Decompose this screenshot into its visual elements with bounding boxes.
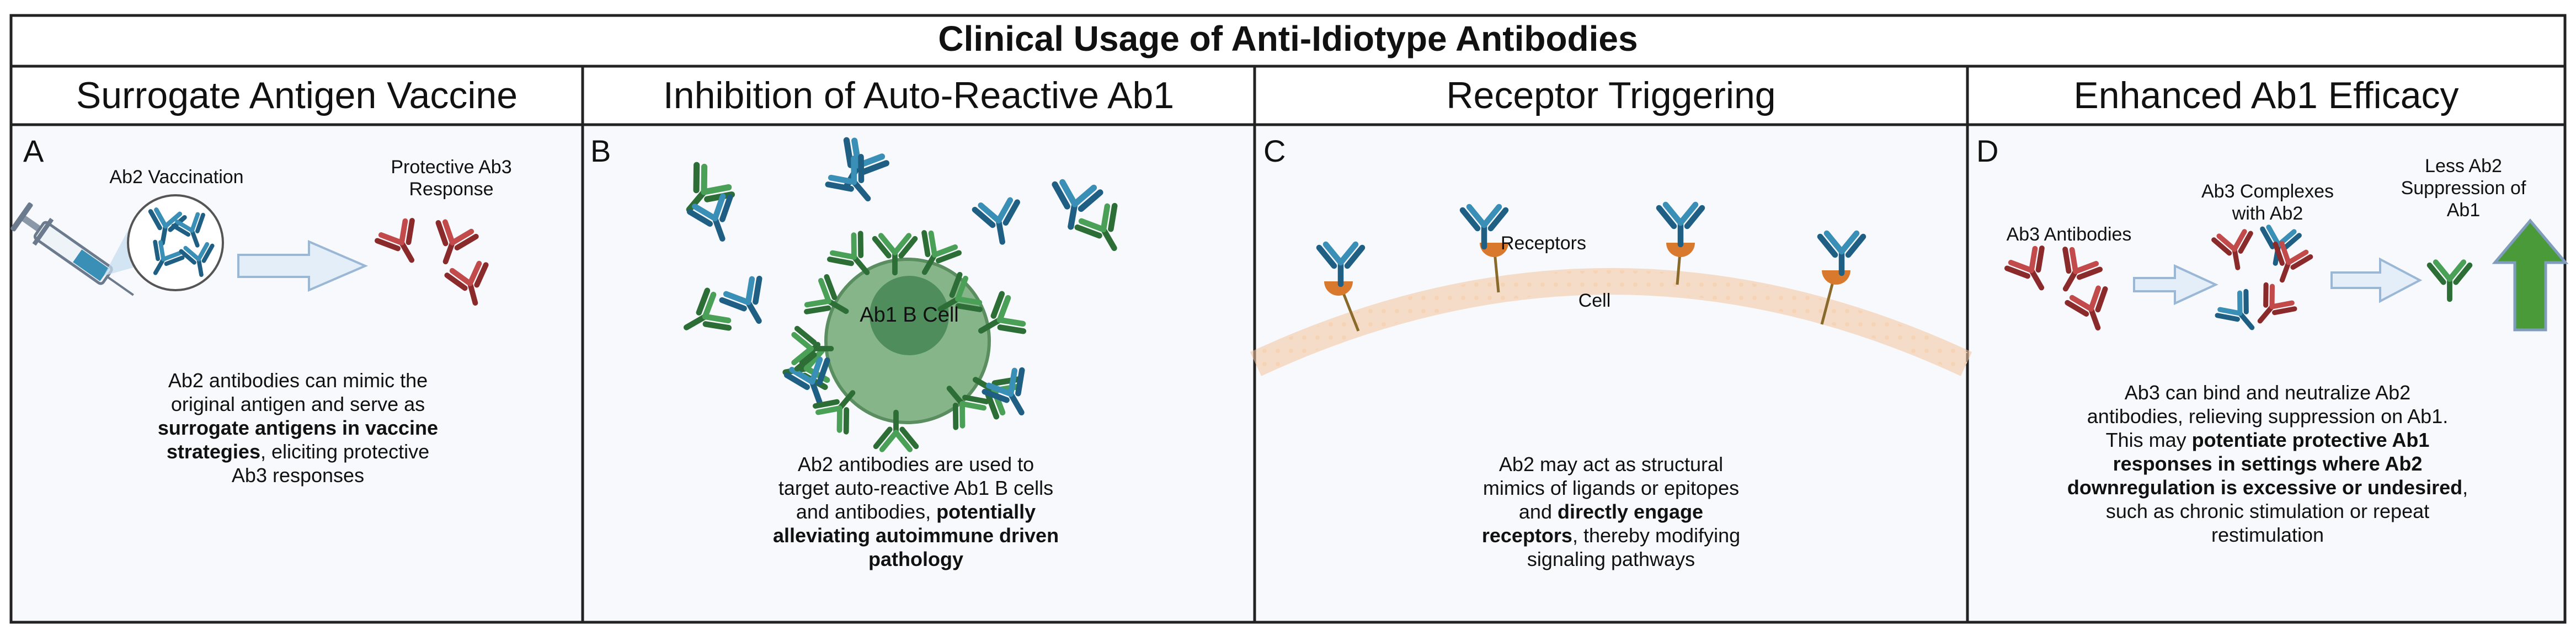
syringe-icon <box>10 202 134 296</box>
antibody-icon <box>683 287 732 331</box>
panel-a-background <box>12 126 582 621</box>
page-title: Clinical Usage of Anti-Idiotype Antibodi… <box>938 19 1638 58</box>
antibody-icon <box>937 271 983 312</box>
panel-b-header: Inhibition of Auto-Reactive Ab1 <box>663 74 1175 116</box>
panel-d-background <box>1969 126 2564 621</box>
antibody-icon <box>1656 201 1705 248</box>
antibody-icon <box>978 291 1027 334</box>
panel-d-description: Ab3 can bind and neutralize Ab2 antibodi… <box>2067 381 2468 546</box>
antibody-icon <box>2426 259 2473 302</box>
label-ab2-vaccination: Ab2 Vaccination <box>109 167 244 188</box>
antibody-icon <box>804 274 849 314</box>
panel-a-description: Ab2 antibodies can mimic the original an… <box>157 369 439 487</box>
antibody-icon <box>1074 202 1118 252</box>
label-cell: Cell <box>1578 290 1611 311</box>
b-cell-nucleus <box>870 276 949 355</box>
label-ab1-b-cell: Ab1 B Cell <box>860 303 959 327</box>
panel-a-letter: A <box>23 133 44 168</box>
antibody-icon <box>2062 247 2103 292</box>
antibody-icon <box>2065 285 2108 331</box>
antibody-icon <box>873 409 919 452</box>
label-suppression-of: Suppression of <box>2401 178 2526 199</box>
antibody-icon <box>921 230 962 275</box>
arrow-right-icon <box>237 239 369 292</box>
antibody-icon <box>946 386 989 430</box>
antibody-icon <box>2215 289 2255 330</box>
antibody-icon <box>2211 229 2253 270</box>
label-less-ab2: Less Ab2 <box>2425 156 2502 177</box>
label-response: Response <box>409 179 494 200</box>
arrow-right-icon <box>2133 264 2218 306</box>
panel-b-letter: B <box>590 133 611 168</box>
panel-c-header: Receptor Triggering <box>1446 74 1776 116</box>
antibody-icon <box>813 390 856 435</box>
label-protective-ab3: Protective Ab3 <box>391 157 512 178</box>
antibody-icon <box>444 260 489 306</box>
label-with-ab2: with Ab2 <box>2232 203 2303 224</box>
antibody-icon <box>719 275 762 324</box>
antibody-icon <box>791 325 834 372</box>
antibody-icon <box>153 239 185 275</box>
arrow-right-icon <box>2330 257 2423 303</box>
antibody-icon <box>1459 204 1509 250</box>
antibody-icon <box>2004 245 2045 291</box>
antibody-icon <box>872 233 918 276</box>
panel-b-description: Ab2 antibodies are used to target auto-r… <box>772 453 1059 570</box>
antibody-icon <box>179 242 215 277</box>
label-receptors: Receptors <box>1501 233 1586 254</box>
panel-c-letter: C <box>1263 133 1286 168</box>
antibody-icon <box>783 356 830 405</box>
panel-d-header: Enhanced Ab1 Efficacy <box>2073 74 2459 116</box>
antibody-layer <box>148 137 2473 452</box>
antibody-icon <box>2257 282 2297 324</box>
antibody-icon <box>374 218 415 263</box>
panel-frame <box>9 14 2567 624</box>
arrow-up-icon <box>2492 218 2569 332</box>
panel-d-letter: D <box>1976 133 1999 168</box>
antibody-icon <box>1316 241 1366 287</box>
antibody-icon <box>1052 179 1103 230</box>
receptor-icon <box>1324 243 1850 332</box>
label-ab1: Ab1 <box>2446 200 2481 221</box>
panel-a-header: Surrogate Antigen Vaccine <box>76 74 518 116</box>
antibody-icon <box>825 153 871 202</box>
panel-c-background <box>1256 126 1966 621</box>
antibody-icon <box>435 219 479 265</box>
antibody-icon <box>171 212 205 248</box>
label-ab3-complexes: Ab3 Complexes <box>2201 181 2334 202</box>
antibody-icon <box>2273 241 2313 283</box>
antibody-icon <box>982 367 1025 416</box>
antibody-icon <box>972 197 1020 245</box>
magnifier-circle-icon <box>127 194 224 291</box>
antibody-icon <box>686 162 735 213</box>
panel-c-description: Ab2 may act as structural mimics of liga… <box>1481 453 1741 570</box>
antibody-icon <box>686 193 733 242</box>
antibody-icon <box>827 231 870 275</box>
label-ab3-antibodies: Ab3 Antibodies <box>2006 224 2132 245</box>
antibody-icon <box>1817 230 1866 276</box>
